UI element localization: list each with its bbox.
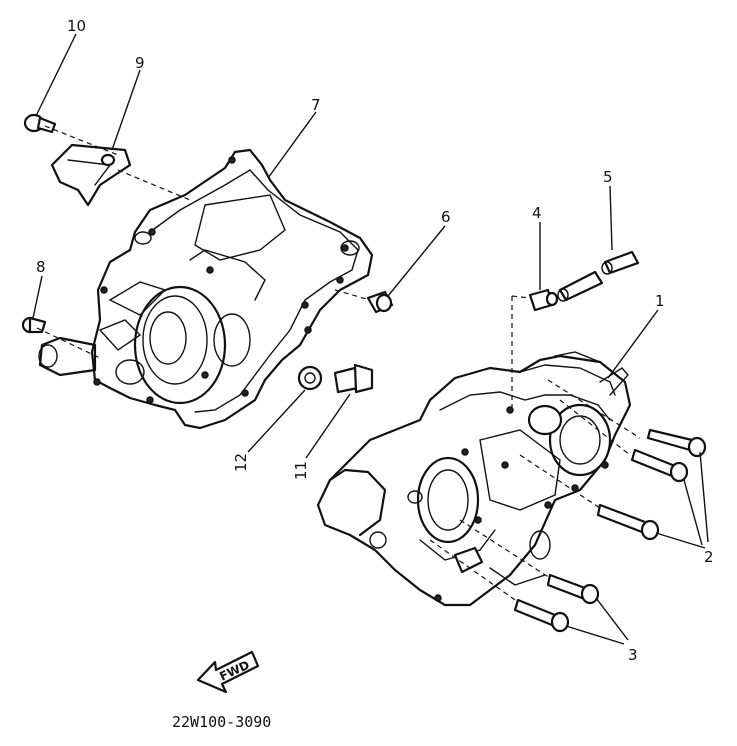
leader-lines [32, 33, 709, 645]
bolts-part-2 [596, 428, 707, 541]
fitting-part-4 [528, 288, 559, 312]
dowel-part-6 [366, 290, 394, 314]
pins-part-5 [557, 250, 640, 302]
drawing-code: 22W100-3090 [172, 713, 271, 731]
callout-8: 8 [36, 258, 46, 276]
washer-part-12 [297, 365, 323, 391]
callout-labels: 10 9 7 8 6 4 5 1 12 11 2 3 [36, 17, 714, 664]
plate-part-9 [50, 143, 132, 207]
dowel-part-8 [21, 316, 47, 334]
crankcase-right-half [316, 351, 632, 607]
forward-direction-arrow: FWD [196, 650, 260, 694]
callout-5: 5 [603, 168, 613, 186]
bolts-part-3 [513, 573, 600, 633]
screw-part-10 [23, 113, 57, 134]
callout-10: 10 [67, 17, 86, 35]
callout-11: 11 [292, 461, 310, 480]
crankcase-left-arm [38, 336, 97, 377]
callout-7: 7 [311, 96, 321, 114]
assembly-lines [36, 125, 641, 603]
callout-4: 4 [532, 204, 542, 222]
callout-2: 2 [704, 548, 714, 566]
callout-12: 12 [232, 453, 250, 472]
crankcase-left-half [90, 148, 374, 430]
drain-plug-part-11 [333, 363, 374, 394]
callout-3: 3 [628, 646, 638, 664]
callout-9: 9 [135, 54, 145, 72]
callout-1: 1 [655, 292, 665, 310]
callout-6: 6 [441, 208, 451, 226]
